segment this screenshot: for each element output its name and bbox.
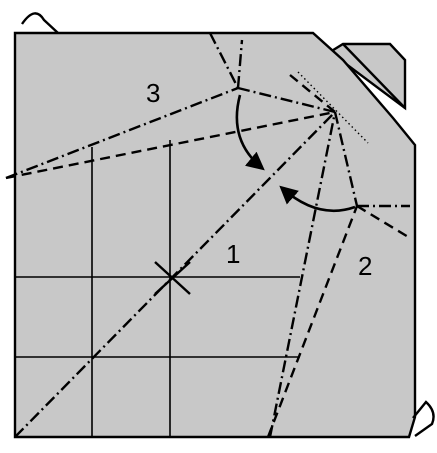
- top-left-flap: [21, 12, 59, 34]
- mountain-folds: [5, 32, 410, 438]
- right-flap-fold-edge: [342, 43, 406, 109]
- bottom-right-flap: [412, 400, 435, 437]
- valley-folds: [5, 74, 411, 438]
- step-label-2: 2: [358, 251, 372, 281]
- step-label-3: 3: [146, 78, 160, 108]
- fold-arrow-3: [235, 94, 265, 171]
- fold-arrow-2: [279, 185, 356, 213]
- reference-dotted-line: [297, 71, 369, 144]
- step-label-1: 1: [226, 239, 240, 269]
- paper-main: [13, 31, 417, 439]
- right-flap: [327, 42, 407, 111]
